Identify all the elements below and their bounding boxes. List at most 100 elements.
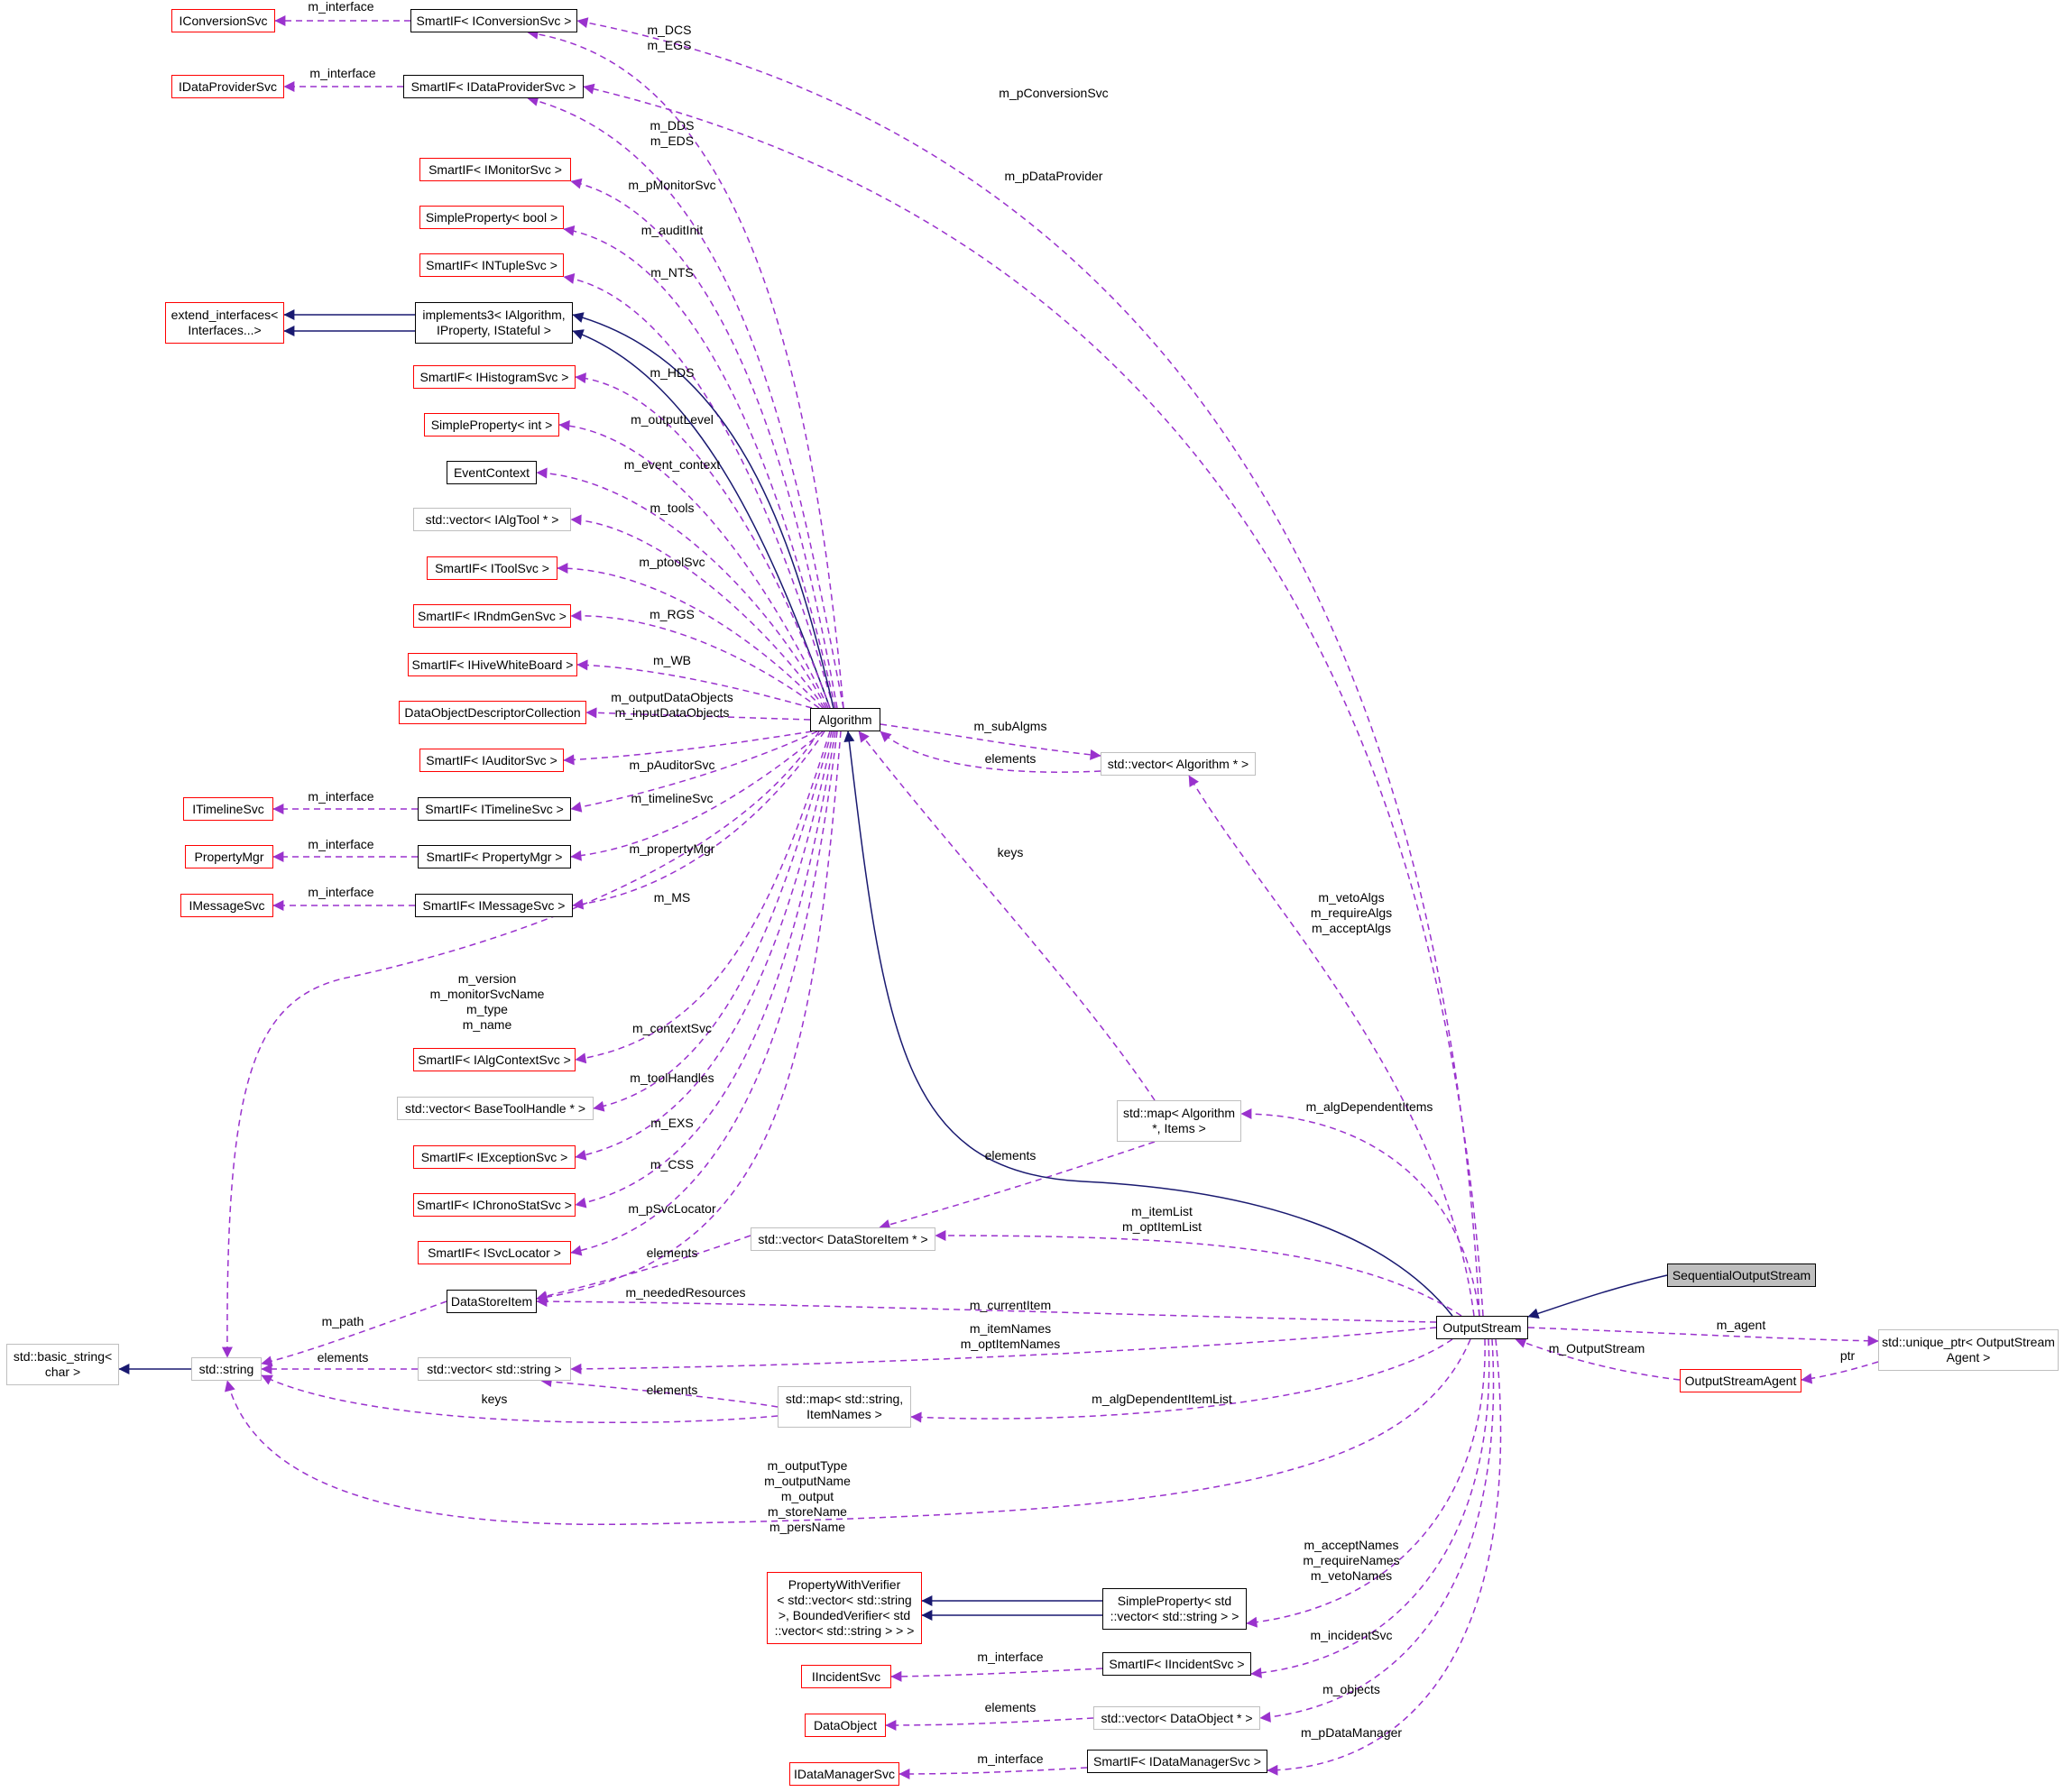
usage-edge-e38 xyxy=(570,731,838,1256)
class-node-vec-ialgtool[interactable]: std::vector< IAlgTool * > xyxy=(413,508,571,531)
edge-label-e62: m_incidentSvc xyxy=(1310,1628,1392,1642)
usage-edge-e49 xyxy=(1515,1337,1681,1381)
usage-edge-e63 xyxy=(885,1717,1094,1731)
edge-label-e14: m_HDS xyxy=(650,365,694,380)
edge-label-e54: elements xyxy=(647,1383,698,1397)
class-node-eventcontext[interactable]: EventContext xyxy=(447,461,537,484)
class-node-sif-ichronostatsvc[interactable]: SmartIF< IChronoStatSvc > xyxy=(413,1193,576,1217)
edge-label-e34: m_contextSvc xyxy=(632,1021,712,1035)
edge-label-e30: elements xyxy=(985,751,1037,766)
class-node-sif-ihivewhiteboard[interactable]: SmartIF< IHiveWhiteBoard > xyxy=(408,653,577,676)
usage-edge-e61 xyxy=(890,1668,1103,1682)
class-node-idatamanagersvc[interactable]: IDataManagerSvc xyxy=(789,1762,899,1786)
class-node-outputstream[interactable]: OutputStream xyxy=(1436,1316,1528,1339)
usage-edge-e44 xyxy=(536,731,842,1303)
class-node-iincidentsvc[interactable]: IIncidentSvc xyxy=(801,1665,891,1688)
usage-edge-e51 xyxy=(261,1300,447,1367)
edge-label-e28: m_interface xyxy=(308,885,373,899)
class-node-sif-idataprovidersvc[interactable]: SmartIF< IDataProviderSvc > xyxy=(403,75,584,98)
class-node-map-algorithm-items[interactable]: std::map< Algorithm *, Items > xyxy=(1117,1100,1241,1142)
class-node-vec-algorithm[interactable]: std::vector< Algorithm * > xyxy=(1101,752,1256,776)
class-node-sif-itimelinesvc[interactable]: SmartIF< ITimelineSvc > xyxy=(418,797,571,821)
usage-edge-e64 xyxy=(1259,1338,1495,1723)
edge-label-e27: m_MS xyxy=(654,890,690,905)
inheritance-edge-e10 xyxy=(572,312,834,709)
class-node-sif-intuplesvc[interactable]: SmartIF< INTupleSvc > xyxy=(419,253,564,277)
class-node-vec-string[interactable]: std::vector< std::string > xyxy=(418,1357,571,1381)
edge-label-e49: m_OutputStream xyxy=(1549,1341,1645,1355)
class-node-basic-string[interactable]: std::basic_string< char > xyxy=(6,1344,119,1385)
class-node-unique-ptr-agent[interactable]: std::unique_ptr< OutputStream Agent > xyxy=(1878,1329,2059,1371)
class-node-dataobject[interactable]: DataObject xyxy=(805,1714,886,1737)
class-node-sif-imonitorsvc[interactable]: SmartIF< IMonitorSvc > xyxy=(419,158,571,181)
class-node-imessagesvc[interactable]: IMessageSvc xyxy=(180,894,273,917)
class-node-sif-iconversionsvc[interactable]: SmartIF< IConversionSvc > xyxy=(410,9,577,32)
class-node-sif-imessagesvc[interactable]: SmartIF< IMessageSvc > xyxy=(415,894,573,917)
class-node-dodc[interactable]: DataObjectDescriptorCollection xyxy=(399,701,586,724)
usage-edge-e35 xyxy=(593,731,833,1112)
class-node-sif-irndmgensvc[interactable]: SmartIF< IRndmGenSvc > xyxy=(413,604,571,628)
usage-edge-e42 xyxy=(935,1230,1462,1317)
class-node-sif-iincidentsvc[interactable]: SmartIF< IIncidentSvc > xyxy=(1102,1652,1251,1676)
class-node-map-string-itemnames[interactable]: std::map< std::string, ItemNames > xyxy=(778,1386,911,1428)
usage-edge-e40 xyxy=(879,1141,1156,1230)
class-node-datastoreitem[interactable]: DataStoreItem xyxy=(447,1290,537,1313)
usage-edge-e33 xyxy=(221,731,820,1358)
edge-label-e31: keys xyxy=(998,845,1024,859)
class-node-idataprovidersvc[interactable]: IDataProviderSvc xyxy=(171,75,284,98)
edge-label-e61: m_interface xyxy=(977,1650,1043,1664)
usage-edge-e31 xyxy=(858,731,1156,1101)
class-node-sif-isvclocator[interactable]: SmartIF< ISvcLocator > xyxy=(418,1241,571,1264)
class-node-sequentialoutputstream[interactable]: SequentialOutputStream xyxy=(1667,1264,1816,1287)
class-node-sif-iexceptionsvc[interactable]: SmartIF< IExceptionSvc > xyxy=(413,1145,576,1169)
class-node-outputstreamagent[interactable]: OutputStreamAgent xyxy=(1680,1369,1801,1392)
usage-edge-e45 xyxy=(536,1296,1437,1323)
class-node-implements3[interactable]: implements3< IAlgorithm, IProperty, ISta… xyxy=(415,302,573,344)
edge-label-e20: m_WB xyxy=(653,653,691,667)
usage-edge-e15 xyxy=(558,419,829,709)
usage-edge-e60 xyxy=(1246,1338,1486,1628)
class-node-sp-bool[interactable]: SimpleProperty< bool > xyxy=(419,206,564,229)
usage-edge-e57 xyxy=(225,1338,1471,1526)
class-node-sp-vec-string[interactable]: SimpleProperty< std ::vector< std::strin… xyxy=(1102,1588,1247,1630)
class-node-sif-idatamanagersvc[interactable]: SmartIF< IDataManagerSvc > xyxy=(1087,1750,1267,1773)
class-node-sif-propertymgr[interactable]: SmartIF< PropertyMgr > xyxy=(418,845,571,868)
edge-label-e40: elements xyxy=(985,1148,1037,1163)
usage-edge-e29 xyxy=(880,723,1101,760)
usage-edge-e9 xyxy=(563,273,834,709)
class-node-std-string[interactable]: std::string xyxy=(191,1357,262,1381)
inheritance-edge-e46 xyxy=(1527,1274,1668,1319)
edge-label-e52: elements xyxy=(318,1350,369,1365)
edge-label-e16: m_event_context xyxy=(624,457,721,472)
class-node-vec-basetoolhandle[interactable]: std::vector< BaseToolHandle * > xyxy=(397,1097,594,1120)
class-node-sif-itoolsvc[interactable]: SmartIF< IToolSvc > xyxy=(427,556,557,580)
edge-label-e36: m_EXS xyxy=(650,1116,693,1130)
usage-edge-e56 xyxy=(910,1338,1453,1423)
class-node-propertywithverifier[interactable]: PropertyWithVerifier < std::vector< std:… xyxy=(767,1572,922,1644)
class-node-iconversionsvc[interactable]: IConversionSvc xyxy=(171,9,275,32)
class-node-sif-iauditorsvc[interactable]: SmartIF< IAuditorSvc > xyxy=(419,749,564,772)
class-node-sp-int[interactable]: SimpleProperty< int > xyxy=(424,413,559,437)
class-node-propertymgr[interactable]: PropertyMgr xyxy=(185,845,273,868)
class-node-algorithm[interactable]: Algorithm xyxy=(810,708,880,731)
usage-edge-e66 xyxy=(1267,1338,1502,1776)
class-node-sif-ihistogramsvc[interactable]: SmartIF< IHistogramSvc > xyxy=(413,365,576,389)
edge-label-e4: m_interface xyxy=(309,66,375,80)
class-node-extend-interfaces[interactable]: extend_interfaces< Interfaces...> xyxy=(165,302,284,344)
usage-edge-e5 xyxy=(527,96,844,709)
usage-edge-e54 xyxy=(540,1376,779,1408)
edge-label-e26: m_interface xyxy=(308,837,373,851)
usage-edge-e14 xyxy=(575,372,831,709)
class-node-vec-dataobject[interactable]: std::vector< DataObject * > xyxy=(1093,1706,1260,1730)
class-node-sif-ialgcontextsvc[interactable]: SmartIF< IAlgContextSvc > xyxy=(413,1048,576,1071)
class-node-vec-datastoreitem[interactable]: std::vector< DataStoreItem * > xyxy=(751,1227,935,1251)
usage-edge-e2 xyxy=(527,28,844,709)
class-node-itimelinesvc[interactable]: ITimelineSvc xyxy=(183,797,273,821)
edge-label-e38: m_pSvcLocator xyxy=(628,1201,716,1216)
